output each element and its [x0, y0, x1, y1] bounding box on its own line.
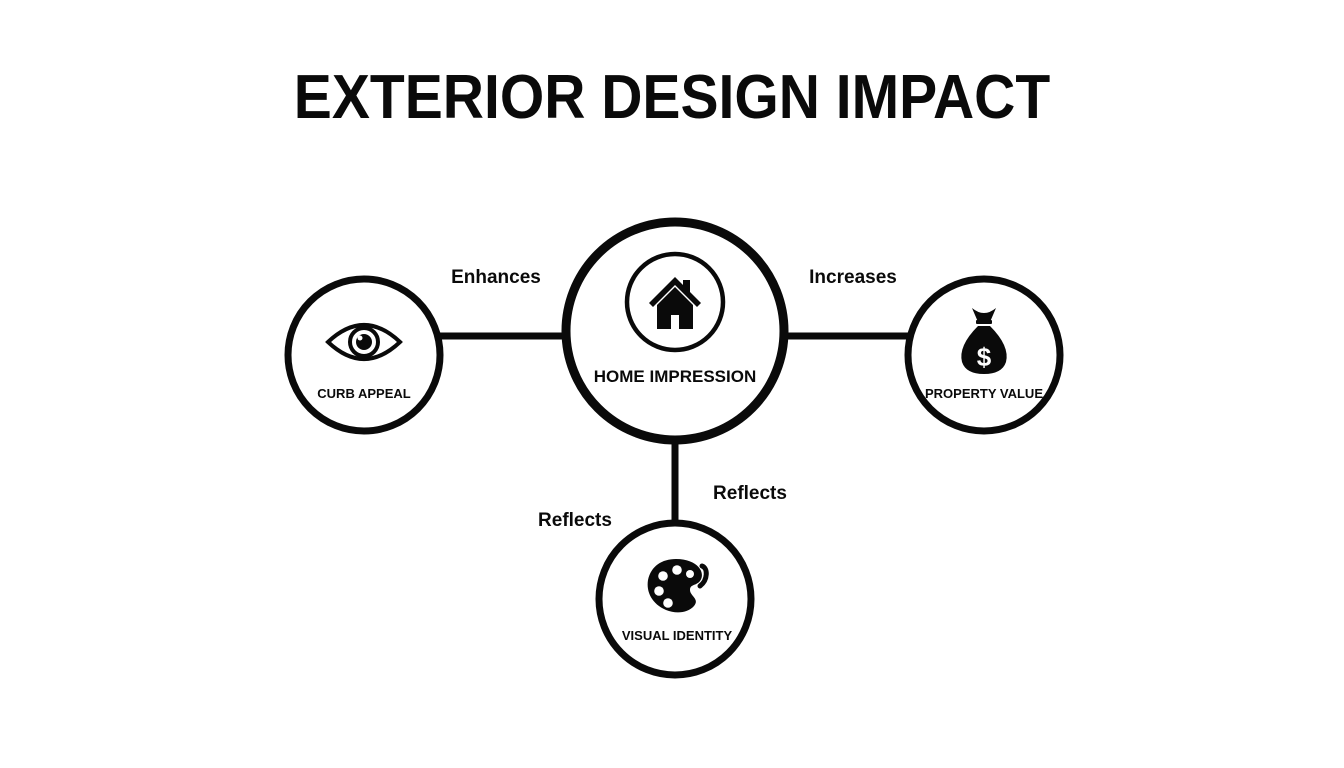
node-visual-identity: VISUAL IDENTITY — [595, 519, 755, 679]
edge-label-reflects-right: Reflects — [713, 483, 787, 504]
node-curb-appeal: CURB APPEAL — [284, 275, 444, 435]
node-label-visual-identity: VISUAL IDENTITY — [622, 628, 733, 643]
palette-icon — [647, 559, 709, 613]
node-label-curb-appeal: CURB APPEAL — [317, 386, 410, 401]
node-label-home-impression: HOME IMPRESSION — [594, 367, 756, 386]
node-property-value: $ PROPERTY VALUE — [904, 275, 1064, 435]
svg-text:$: $ — [977, 342, 992, 372]
edge-label-increases: Increases — [809, 267, 897, 288]
house-icon — [649, 277, 701, 329]
node-home-impression: HOME IMPRESSION — [561, 217, 789, 445]
house-icon-ring — [624, 251, 726, 353]
node-label-property-value: PROPERTY VALUE — [925, 386, 1043, 401]
eye-icon — [325, 323, 403, 361]
diagram-title: EXTERIOR DESIGN IMPACT — [293, 63, 1051, 132]
edge-label-reflects-left: Reflects — [538, 510, 612, 531]
edge-label-enhances: Enhances — [451, 267, 541, 288]
money-bag-icon: $ — [961, 308, 1007, 374]
